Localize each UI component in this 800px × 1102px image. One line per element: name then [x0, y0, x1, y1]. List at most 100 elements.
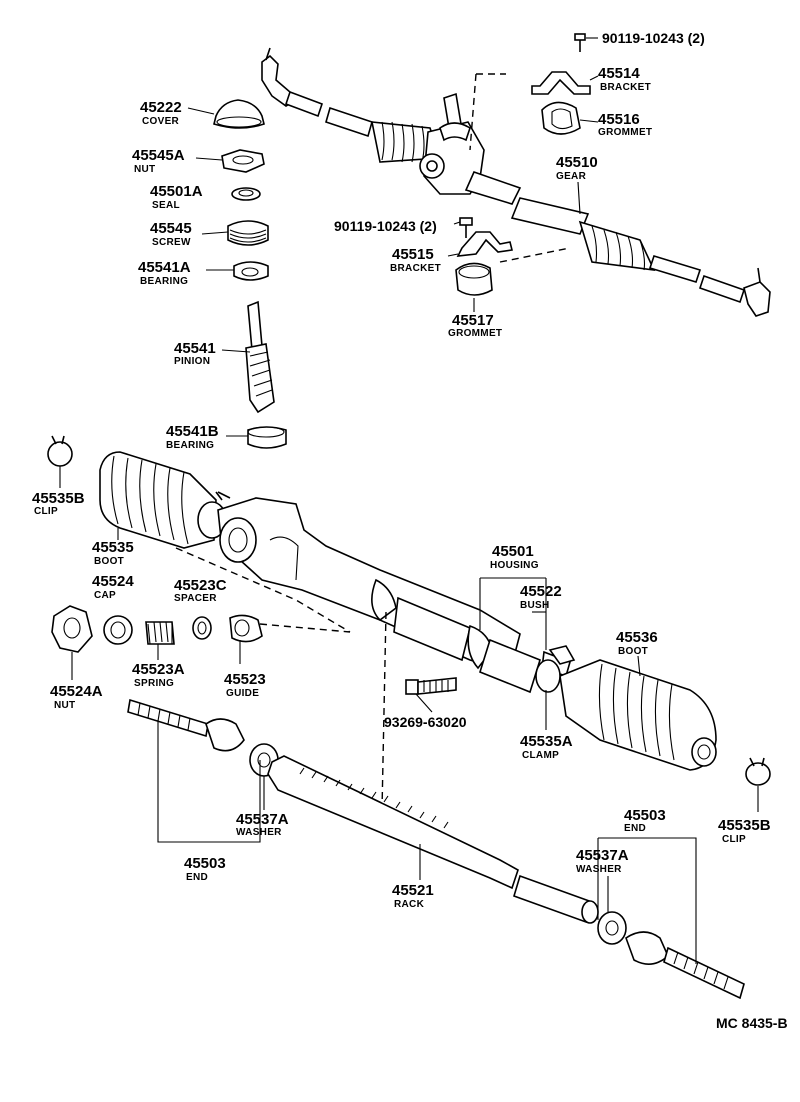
svg-text:45541A: 45541A: [138, 259, 191, 276]
svg-text:90119-10243 (2): 90119-10243 (2): [602, 30, 705, 46]
cap-part: [103, 615, 133, 645]
svg-text:45536: 45536: [616, 629, 658, 646]
label-clamp: 45535A CLAMP: [520, 733, 573, 761]
svg-text:45523A: 45523A: [132, 661, 185, 678]
boot-right-part: [559, 659, 717, 771]
label-boot-left: 45535 BOOT: [92, 539, 134, 567]
boot-right-leader: [637, 655, 641, 677]
nut-top-part: [195, 149, 265, 173]
label-guide: 45523 GUIDE: [224, 671, 266, 699]
svg-text:45524: 45524: [92, 573, 134, 590]
housing-bracket-lines: [479, 577, 547, 650]
svg-text:HOUSING: HOUSING: [490, 560, 539, 571]
svg-text:45501A: 45501A: [150, 183, 203, 200]
svg-text:NUT: NUT: [134, 164, 155, 175]
svg-text:CLIP: CLIP: [722, 834, 746, 845]
bearing-a-part: [206, 261, 269, 281]
label-rack: 45521 RACK: [392, 882, 434, 910]
label-cover: 45222 COVER: [140, 99, 182, 127]
svg-text:45545: 45545: [150, 220, 192, 237]
svg-text:45524A: 45524A: [50, 683, 103, 700]
svg-text:GROMMET: GROMMET: [448, 328, 502, 339]
label-bolt-mid: 90119-10243 (2): [334, 218, 437, 234]
screw-bolt-leader: [415, 693, 433, 713]
label-nut-top: 45545A NUT: [132, 147, 185, 175]
bolt-top: [574, 33, 598, 52]
svg-text:GEAR: GEAR: [556, 171, 587, 182]
clip-left-part: [47, 435, 73, 488]
svg-text:GUIDE: GUIDE: [226, 688, 259, 699]
svg-text:SPACER: SPACER: [174, 593, 217, 604]
grommet-top: [541, 101, 581, 135]
end-left-bracket: [157, 720, 261, 843]
svg-text:SPRING: SPRING: [134, 678, 174, 689]
svg-text:45503: 45503: [184, 855, 226, 872]
bracket-mid: [456, 231, 513, 257]
label-washer-left: 45537A WASHER: [236, 811, 289, 838]
end-left-part: [127, 698, 279, 777]
label-washer-right: 45537A WASHER: [576, 847, 629, 875]
svg-text:WASHER: WASHER: [576, 864, 622, 875]
bolt-mid-leader: [453, 221, 461, 225]
end-right-part: [597, 911, 745, 1000]
svg-text:45222: 45222: [140, 99, 182, 116]
svg-text:BRACKET: BRACKET: [600, 82, 651, 93]
label-housing: 45501 HOUSING: [490, 543, 539, 571]
svg-text:45535: 45535: [92, 539, 134, 556]
label-cap: 45524 CAP: [92, 573, 134, 601]
screw-bolt-part: [405, 677, 457, 695]
svg-text:END: END: [624, 823, 646, 834]
nut-left-part: [51, 605, 93, 680]
svg-text:CAP: CAP: [94, 590, 116, 601]
svg-text:45521: 45521: [392, 882, 434, 899]
svg-text:END: END: [186, 872, 208, 883]
spring-part: [145, 621, 175, 660]
svg-text:COVER: COVER: [142, 116, 180, 127]
gear-leader: [577, 181, 581, 215]
svg-text:45523: 45523: [224, 671, 266, 688]
spacer-part: [192, 616, 212, 640]
label-clip-right: 45535B CLIP: [718, 817, 771, 845]
svg-text:NUT: NUT: [54, 700, 75, 711]
svg-text:BOOT: BOOT: [94, 556, 124, 567]
svg-text:SEAL: SEAL: [152, 200, 180, 211]
bearing-b-part: [226, 426, 287, 449]
bolt-mid: [459, 217, 473, 238]
label-bolt-top: 90119-10243 (2): [602, 30, 705, 46]
bracket-top: [531, 71, 599, 95]
svg-text:BEARING: BEARING: [140, 276, 188, 287]
label-boot-right: 45536 BOOT: [616, 629, 658, 657]
svg-text:GROMMET: GROMMET: [598, 127, 652, 138]
svg-text:CLIP: CLIP: [34, 506, 58, 517]
svg-text:90119-10243 (2): 90119-10243 (2): [334, 218, 437, 234]
end-right-bracket: [597, 837, 697, 964]
label-spacer: 45523C SPACER: [174, 577, 227, 604]
guide-part: [229, 614, 263, 664]
svg-text:45501: 45501: [492, 543, 534, 560]
svg-text:45523C: 45523C: [174, 577, 227, 594]
assembled-steering-gear: [261, 47, 771, 317]
pinion-part: [221, 300, 275, 414]
label-bearing-a: 45541A BEARING: [138, 259, 191, 287]
label-seal: 45501A SEAL: [150, 183, 203, 211]
svg-text:BRACKET: BRACKET: [390, 263, 441, 274]
seal-part: [231, 187, 261, 201]
label-bracket-top: 45514 BRACKET: [598, 65, 651, 93]
label-end-left: 45503 END: [184, 855, 226, 883]
label-bracket-mid: 45515 BRACKET: [390, 246, 441, 274]
svg-text:45545A: 45545A: [132, 147, 185, 164]
housing-part: [215, 491, 571, 694]
svg-text:BUSH: BUSH: [520, 600, 550, 611]
svg-text:45516: 45516: [598, 111, 640, 128]
svg-text:45541B: 45541B: [166, 423, 219, 440]
clip-right-part: [745, 757, 771, 812]
svg-text:45517: 45517: [452, 312, 494, 329]
label-screw: 45545 SCREW: [150, 220, 192, 248]
svg-text:BOOT: BOOT: [618, 646, 648, 657]
grommet-mid: [455, 262, 493, 296]
svg-text:45537A: 45537A: [236, 811, 289, 828]
svg-text:45535B: 45535B: [718, 817, 771, 834]
label-spring: 45523A SPRING: [132, 661, 185, 689]
svg-text:45537A: 45537A: [576, 847, 629, 864]
